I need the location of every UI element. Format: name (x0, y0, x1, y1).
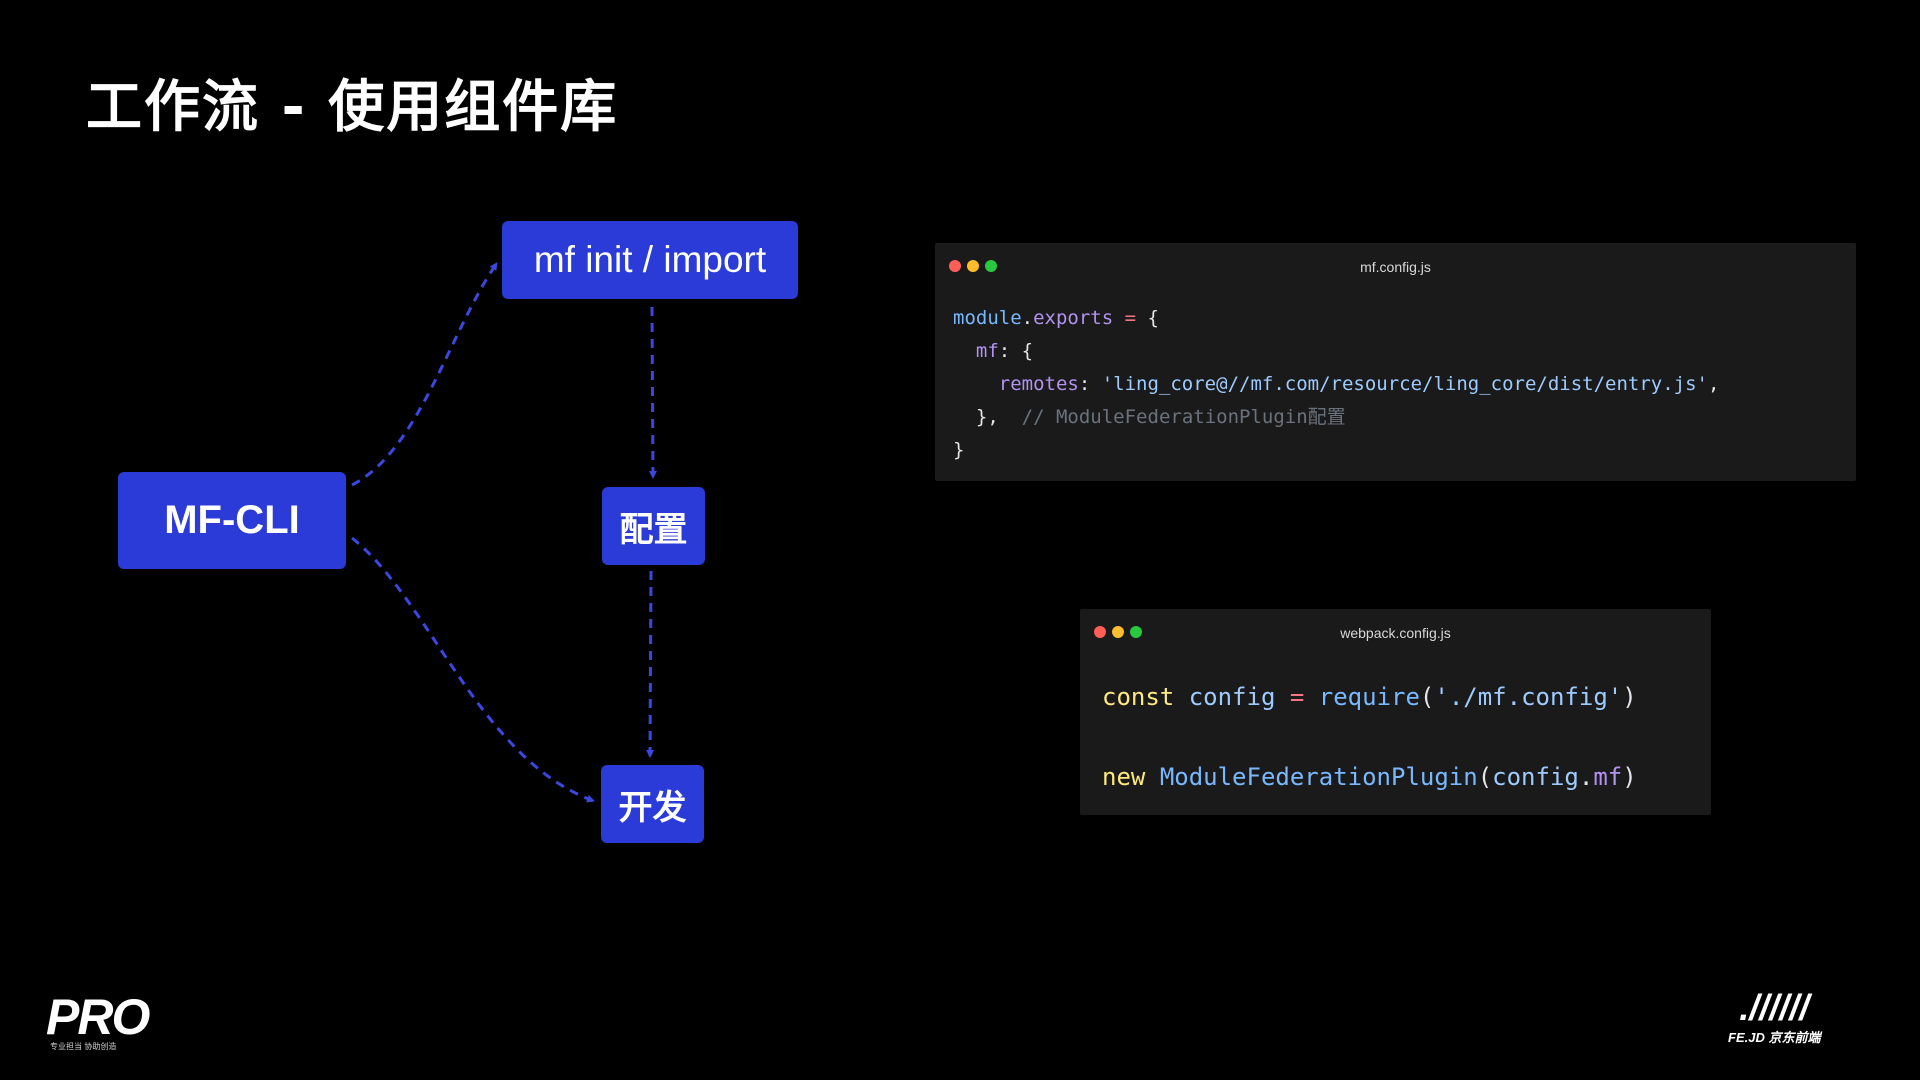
maximize-dot-icon (985, 260, 997, 272)
code-token: config (1188, 683, 1276, 711)
maximize-dot-icon (1130, 626, 1142, 638)
code-window-webpack-config: webpack.config.js const config = require… (1080, 609, 1711, 815)
logo-pro: PRO 专业担当 协助创造 (46, 989, 150, 1052)
code-window-title: mf.config.js (1360, 259, 1431, 275)
code-block: module.exports = { mf: { remotes: 'ling_… (953, 302, 1719, 467)
code-token: config (1492, 763, 1579, 791)
minimize-dot-icon (1112, 626, 1124, 638)
code-token: { (1147, 307, 1159, 329)
logo-fejd: .////// FE.JD 京东前端 (1728, 988, 1820, 1046)
code-window-title: webpack.config.js (1340, 625, 1451, 641)
code-window-mf-config: mf.config.js module.exports = { mf: { re… (935, 243, 1856, 481)
code-token: mf (1593, 763, 1623, 791)
node-mf-cli: MF-CLI (118, 472, 346, 569)
code-comment: // ModuleFederationPlugin配置 (1021, 406, 1346, 428)
code-token: : (1078, 373, 1102, 395)
node-config: 配置 (602, 487, 705, 565)
node-mf-init-import: mf init / import (502, 221, 798, 299)
code-token: ModuleFederationPlugin (1159, 763, 1478, 791)
code-token: ) (1622, 683, 1637, 711)
node-dev: 开发 (601, 765, 704, 843)
arrow-init-to-config (648, 306, 657, 479)
slide-title: 工作流 - 使用组件库 (86, 75, 619, 140)
code-token: const (1102, 683, 1175, 711)
code-token: module (953, 307, 1022, 329)
code-block: const config = require('./mf.config') ne… (1102, 677, 1637, 797)
code-token: }, (975, 406, 999, 428)
code-token: './mf.config' (1434, 683, 1623, 711)
window-controls (1094, 626, 1142, 638)
code-token: , (1708, 373, 1720, 395)
close-dot-icon (1094, 626, 1106, 638)
code-token: require (1318, 683, 1420, 711)
code-token: : { (998, 340, 1034, 362)
code-token: mf (975, 340, 999, 362)
logo-pro-mark: PRO (46, 989, 150, 1045)
code-token: = (1113, 307, 1148, 329)
code-token: ( (1419, 683, 1435, 711)
code-token: . (1578, 763, 1594, 791)
code-token: } (953, 439, 965, 461)
code-token: 'ling_core@//mf.com/resource/ling_core/d… (1101, 373, 1708, 395)
code-token: exports (1033, 307, 1114, 329)
arrow-cli-to-init (351, 262, 499, 487)
code-token: remotes (998, 373, 1079, 395)
code-token: = (1289, 683, 1305, 711)
logo-pro-tagline: 专业担当 协助创造 (50, 1042, 117, 1051)
close-dot-icon (949, 260, 961, 272)
arrow-cli-to-dev (351, 536, 595, 803)
code-token: ( (1477, 763, 1493, 791)
code-token: ) (1622, 763, 1637, 791)
logo-fejd-mark: .////// (1739, 987, 1810, 1028)
code-token: . (1021, 307, 1034, 329)
code-token: new (1102, 763, 1146, 791)
logo-fejd-tagline: FE.JD 京东前端 (1728, 1030, 1821, 1045)
minimize-dot-icon (967, 260, 979, 272)
window-controls (949, 260, 997, 272)
arrow-config-to-dev (646, 570, 655, 758)
